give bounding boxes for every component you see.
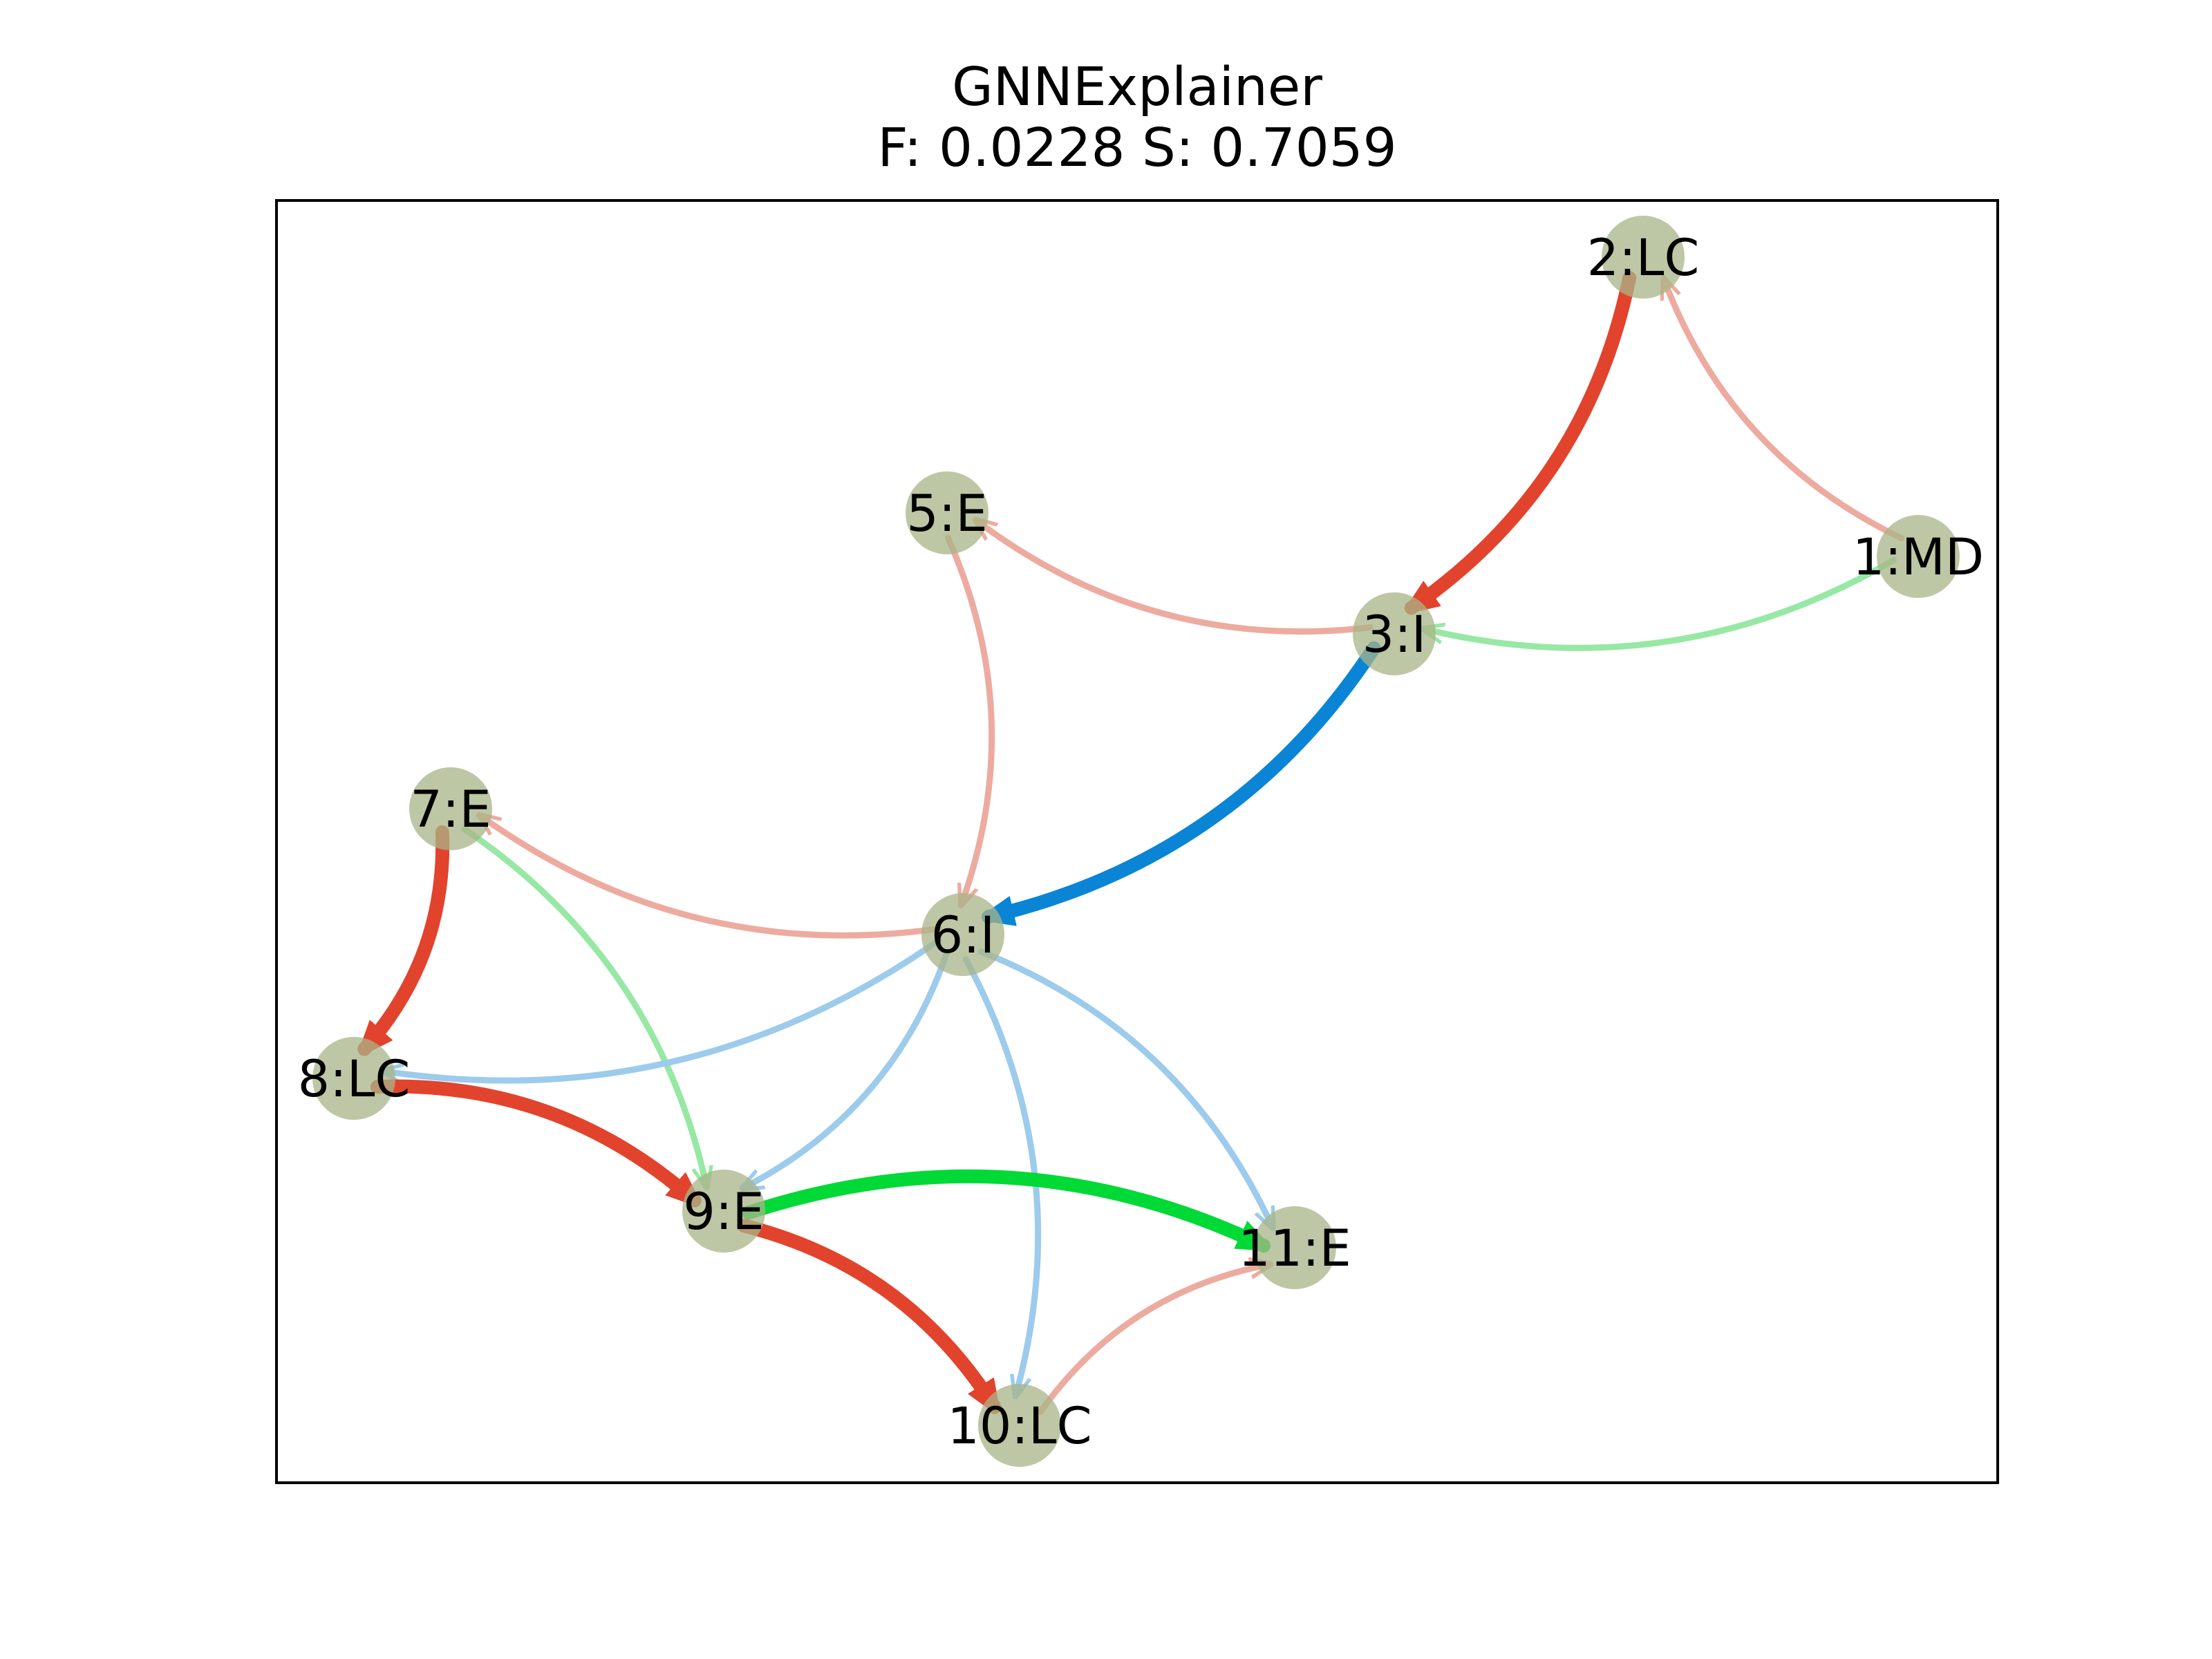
- node-2: 2:LC: [1587, 216, 1700, 299]
- node-3: 3:I: [1353, 592, 1436, 675]
- figure-subtitle: F: 0.0228 S: 0.7059: [877, 118, 1396, 179]
- node-6: 6:I: [921, 893, 1004, 976]
- edge-1-2: [1664, 280, 1905, 541]
- node-10: 10:LC: [947, 1384, 1092, 1467]
- edge-6-9: [744, 950, 950, 1188]
- node-circle: [906, 471, 988, 554]
- node-label: 2:LC: [1587, 229, 1700, 288]
- node-label: 8:LC: [298, 1050, 411, 1109]
- edge-6-7: [481, 816, 942, 939]
- node-circle: [1353, 592, 1436, 675]
- node-circle: [1602, 216, 1685, 299]
- node-label: 11:E: [1238, 1219, 1351, 1278]
- plot-frame: [275, 199, 1999, 1484]
- node-circle: [921, 893, 1004, 976]
- edge-3-5: [977, 521, 1374, 635]
- node-label: 3:I: [1362, 606, 1427, 664]
- edge-6-10: [962, 956, 1042, 1395]
- nodes-layer: 1:MD 2:LC 3:I 5:E 6:I 7:E 8:LC 9:E 10:LC 11:E: [298, 216, 1984, 1467]
- node-7: 7:E: [409, 767, 492, 850]
- edge-8-9: [370, 1079, 695, 1201]
- node-9: 9:E: [682, 1170, 765, 1253]
- edges-layer: [364, 271, 1905, 1415]
- node-circle: [1877, 515, 1960, 598]
- node-label: 9:E: [683, 1183, 764, 1241]
- edge-2-3: [1412, 271, 1637, 608]
- edge-6-8: [384, 937, 942, 1080]
- edge-9-11: [741, 1169, 1264, 1253]
- node-11: 11:E: [1238, 1206, 1351, 1289]
- edge-6-11: [977, 948, 1272, 1226]
- node-5: 5:E: [906, 471, 988, 554]
- edge-5-6: [944, 534, 995, 903]
- edge-9-10: [737, 1219, 994, 1407]
- edge-7-9: [461, 826, 706, 1185]
- edge-1-3: [1425, 556, 1897, 651]
- node-label: 10:LC: [947, 1397, 1091, 1456]
- edge-10-11: [1037, 1264, 1268, 1415]
- node-label: 1:MD: [1853, 528, 1984, 587]
- node-label: 7:E: [410, 780, 491, 839]
- node-label: 6:I: [931, 906, 995, 965]
- node-circle: [682, 1170, 765, 1253]
- node-1: 1:MD: [1853, 515, 1984, 598]
- node-circle: [1253, 1206, 1336, 1289]
- figure-title: GNNExplainer: [952, 57, 1322, 118]
- node-8: 8:LC: [298, 1037, 411, 1120]
- node-label: 5:E: [906, 485, 987, 543]
- edge-3-6: [988, 641, 1381, 917]
- node-circle: [409, 767, 492, 850]
- node-circle: [312, 1037, 395, 1120]
- edge-7-8: [364, 825, 450, 1049]
- node-circle: [978, 1384, 1061, 1467]
